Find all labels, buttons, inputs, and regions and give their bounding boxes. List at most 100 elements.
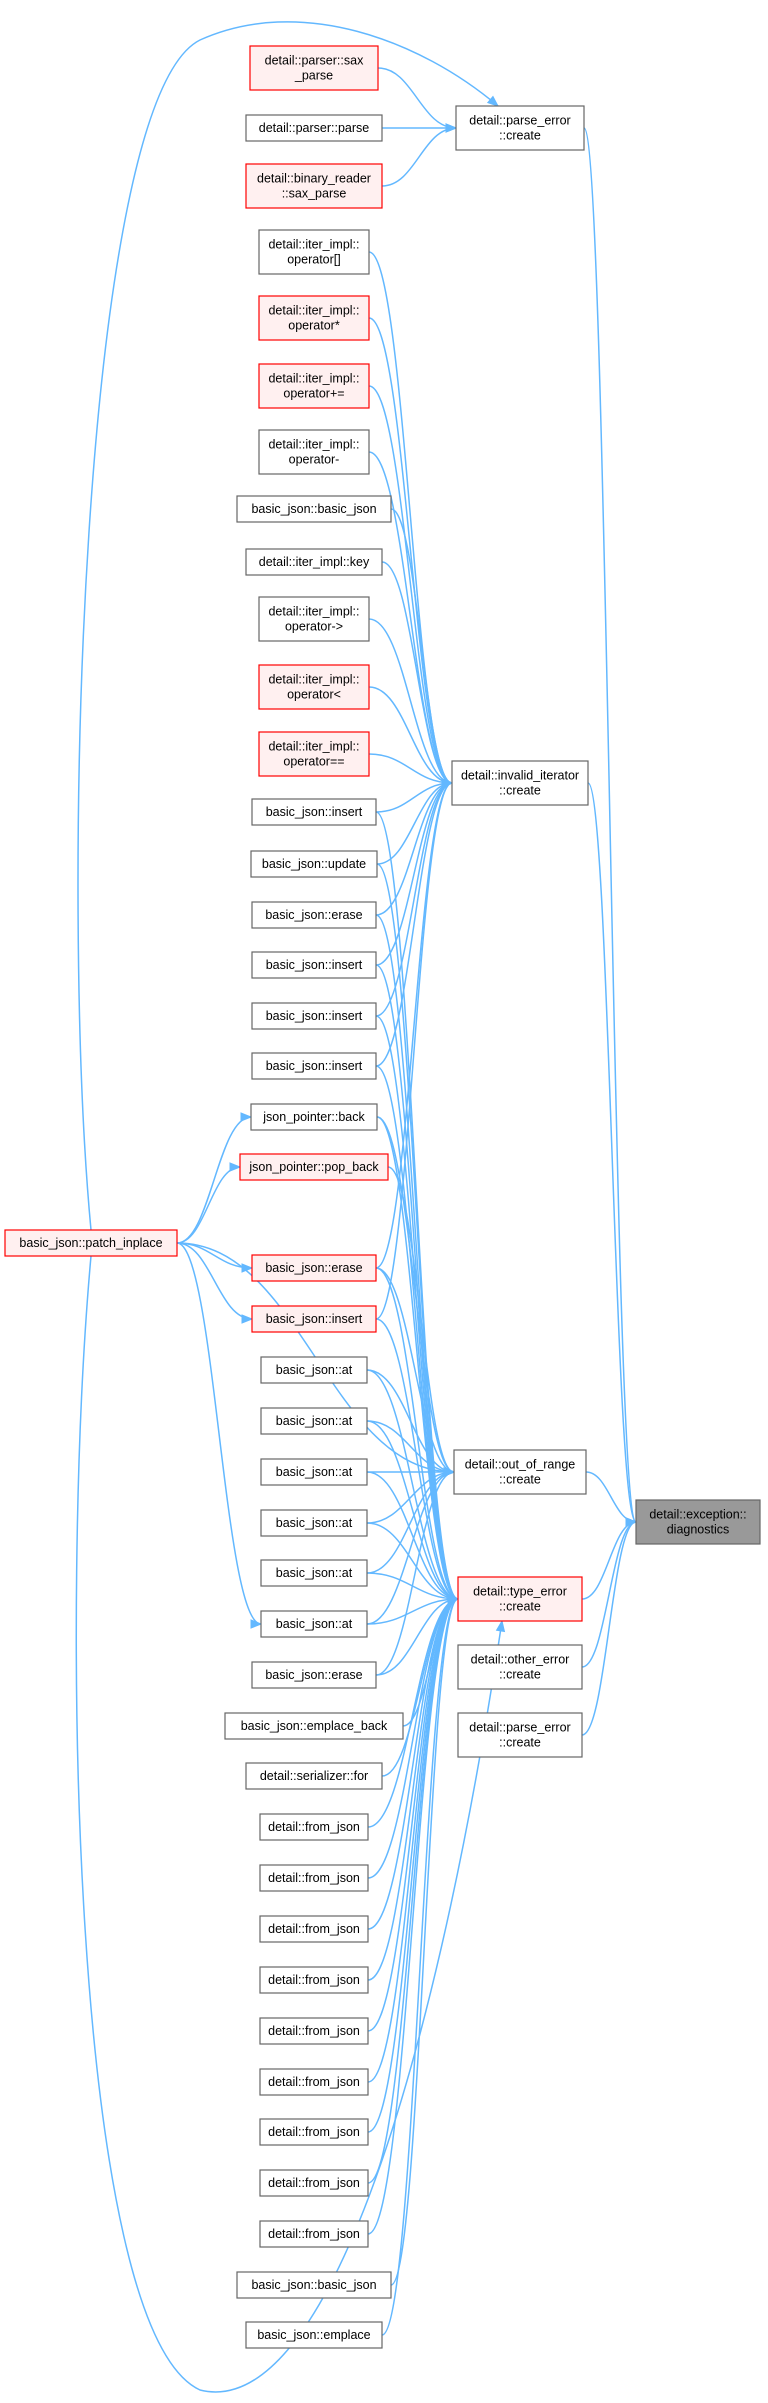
node-update[interactable]: basic_json::update — [250, 850, 378, 878]
edge-erase_1-to-invalid_iterator_create — [375, 778, 454, 916]
node-label: basic_json::insert — [266, 1312, 363, 1326]
node-erase-2[interactable]: basic_json::erase — [251, 1661, 377, 1689]
node-erase-1[interactable]: basic_json::erase — [251, 901, 377, 929]
call-graph-edges — [75, 21, 638, 2393]
node-serializer-for[interactable]: detail::serializer::for — [245, 1762, 383, 1790]
node-other-error-create[interactable]: detail::other_error::create — [457, 1644, 583, 1690]
node-label: detail::from_json — [268, 1973, 360, 1987]
node-iter-eqeq[interactable]: detail::iter_impl::operator== — [258, 731, 370, 777]
node-from-json-7[interactable]: detail::from_json — [259, 2118, 369, 2146]
edge-jp_back-to-type_error_create — [376, 1116, 460, 1604]
node-label: ::create — [499, 1668, 541, 1682]
node-label: detail::out_of_range — [465, 1458, 576, 1472]
node-iter-arrow[interactable]: detail::iter_impl::operator-> — [258, 596, 370, 642]
edge-other_error_create-to-exception_diagnostics — [581, 1517, 638, 1668]
node-from-json-9[interactable]: detail::from_json — [259, 2220, 369, 2248]
node-label: operator+= — [283, 387, 344, 401]
node-label: json_pointer::back — [262, 1110, 365, 1124]
node-label: basic_json::erase — [265, 1668, 362, 1682]
edge-patch_inplace-to-insert_red — [176, 1242, 254, 1324]
edge-insert_3-to-invalid_iterator_create — [375, 778, 454, 1017]
node-label: basic_json::erase — [265, 1261, 362, 1275]
node-from-json-4[interactable]: detail::from_json — [259, 1966, 369, 1994]
node-from-json-6[interactable]: detail::from_json — [259, 2068, 369, 2096]
node-label: ::sax_parse — [282, 187, 347, 201]
edge-erase_2-to-out_of_range_create — [375, 1467, 456, 1676]
node-at-6[interactable]: basic_json::at — [260, 1610, 368, 1638]
node-iter-minus[interactable]: detail::iter_impl::operator- — [258, 429, 370, 475]
node-label: detail::from_json — [268, 2176, 360, 2190]
node-iter-pluseq[interactable]: detail::iter_impl::operator+= — [258, 363, 370, 409]
node-binary-reader[interactable]: detail::binary_reader::sax_parse — [245, 163, 383, 209]
edge-erase_red-to-invalid_iterator_create — [375, 778, 454, 1269]
node-label: operator== — [283, 755, 344, 769]
node-type-error-create[interactable]: detail::type_error::create — [457, 1576, 583, 1622]
node-label: detail::type_error — [473, 1585, 567, 1599]
node-from-json-3[interactable]: detail::from_json — [259, 1915, 369, 1943]
edge-update-to-type_error_create — [376, 863, 460, 1604]
node-label: basic_json::insert — [266, 805, 363, 819]
node-patch-inplace[interactable]: basic_json::patch_inplace — [4, 1229, 178, 1257]
node-jp-pop-back[interactable]: json_pointer::pop_back — [239, 1153, 389, 1181]
node-jp-back[interactable]: json_pointer::back — [250, 1103, 378, 1131]
node-label: basic_json::at — [276, 1414, 353, 1428]
node-iter-deref[interactable]: detail::iter_impl::operator* — [258, 295, 370, 341]
edge-insert_4-to-type_error_create — [375, 1065, 460, 1604]
node-exception-diagnostics[interactable]: detail::exception::diagnostics — [635, 1499, 761, 1545]
node-label: basic_json::patch_inplace — [19, 1236, 162, 1250]
node-parse-error-create-top[interactable]: detail::parse_error::create — [455, 105, 585, 151]
node-iter-bracket[interactable]: detail::iter_impl::operator[] — [258, 229, 370, 275]
node-label: detail::parser::parse — [259, 121, 370, 135]
node-label: json_pointer::pop_back — [248, 1160, 379, 1174]
node-label: basic_json::at — [276, 1617, 353, 1631]
edge-patch_inplace-to-parse_error_create_top — [77, 21, 500, 1231]
node-label: detail::from_json — [268, 1922, 360, 1936]
node-label: detail::parse_error — [469, 114, 570, 128]
node-at-2[interactable]: basic_json::at — [260, 1407, 368, 1435]
node-at-4[interactable]: basic_json::at — [260, 1509, 368, 1537]
edge-patch_inplace-to-jp_back — [176, 1112, 253, 1244]
node-insert-3[interactable]: basic_json::insert — [251, 1002, 377, 1030]
node-label: detail::iter_impl:: — [268, 438, 359, 452]
edge-out_of_range_create-to-exception_diagnostics — [585, 1471, 638, 1527]
node-sax-parse[interactable]: detail::parser::sax_parse — [249, 45, 379, 91]
node-label: _parse — [294, 69, 333, 83]
edge-serializer_for-to-type_error_create — [381, 1594, 460, 1777]
edge-patch_inplace-to-erase_red — [176, 1242, 254, 1273]
node-label: ::create — [499, 784, 541, 798]
node-from-json-2[interactable]: detail::from_json — [259, 1864, 369, 1892]
node-insert-1[interactable]: basic_json::insert — [251, 798, 377, 826]
node-invalid-iterator-create[interactable]: detail::invalid_iterator::create — [451, 760, 589, 806]
node-label: detail::from_json — [268, 2075, 360, 2089]
node-bj-basic-json-1[interactable]: basic_json::basic_json — [236, 495, 392, 523]
node-from-json-5[interactable]: detail::from_json — [259, 2017, 369, 2045]
node-insert-red[interactable]: basic_json::insert — [251, 1305, 377, 1333]
node-label: operator< — [287, 688, 341, 702]
node-label: basic_json::insert — [266, 958, 363, 972]
node-label: detail::iter_impl:: — [268, 304, 359, 318]
node-out-of-range-create[interactable]: detail::out_of_range::create — [453, 1449, 587, 1495]
node-parser-parse[interactable]: detail::parser::parse — [245, 114, 383, 142]
node-emplace-back[interactable]: basic_json::emplace_back — [224, 1712, 404, 1740]
node-iter-lt[interactable]: detail::iter_impl::operator< — [258, 664, 370, 710]
node-bj-basic-json-2[interactable]: basic_json::basic_json — [236, 2271, 392, 2299]
node-label: basic_json::emplace_back — [241, 1719, 388, 1733]
node-insert-2[interactable]: basic_json::insert — [251, 951, 377, 979]
node-erase-red[interactable]: basic_json::erase — [251, 1254, 377, 1282]
node-iter-key[interactable]: detail::iter_impl::key — [245, 548, 383, 576]
node-label: basic_json::at — [276, 1516, 353, 1530]
node-label: detail::from_json — [268, 2125, 360, 2139]
edge-parse_error_create_bottom-to-exception_diagnostics — [581, 1517, 638, 1736]
node-label: diagnostics — [667, 1523, 730, 1537]
edge-parse_error_create_top-to-exception_diagnostics — [583, 127, 638, 1527]
node-at-5[interactable]: basic_json::at — [260, 1559, 368, 1587]
node-at-1[interactable]: basic_json::at — [260, 1356, 368, 1384]
node-label: detail::binary_reader — [257, 172, 371, 186]
node-insert-4[interactable]: basic_json::insert — [251, 1052, 377, 1080]
node-at-3[interactable]: basic_json::at — [260, 1458, 368, 1486]
node-emplace[interactable]: basic_json::emplace — [245, 2321, 383, 2349]
node-from-json-8[interactable]: detail::from_json — [259, 2169, 369, 2197]
node-parse-error-create-bottom[interactable]: detail::parse_error::create — [457, 1712, 583, 1758]
node-from-json-1[interactable]: detail::from_json — [259, 1813, 369, 1841]
